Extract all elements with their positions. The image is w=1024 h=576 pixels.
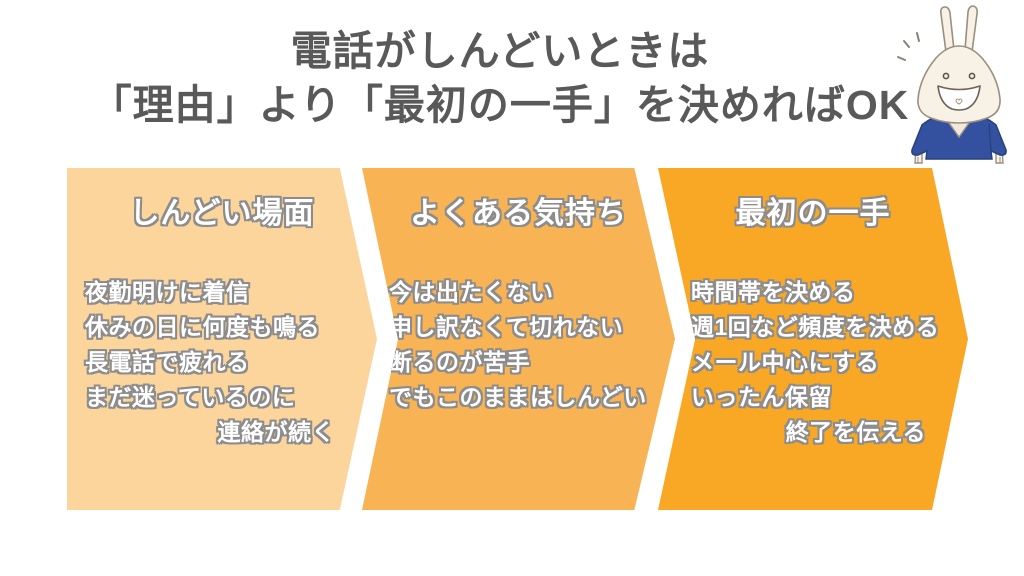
panel-header: 最初の一手 — [735, 197, 891, 230]
rabbit-mouth-mark — [955, 98, 963, 105]
rabbit-mascot-icon — [897, 5, 1007, 164]
list-item: 長電話で疲れる — [85, 349, 250, 375]
list-item: いったん保留 — [691, 384, 832, 410]
rabbit-eye-left — [942, 72, 950, 80]
page-title: 電話がしんどいときは 「理由」より「最初の一手」を決めればOK — [0, 24, 1000, 132]
step-panel-feelings: よくある気持ち 今は出たくない 申し訳なくて切れない 断るのが苦手 でもこのまま… — [362, 168, 675, 510]
sparkle-icon — [897, 32, 920, 61]
title-line-1: 電話がしんどいときは — [290, 28, 710, 74]
list-item: 時間帯を決める — [691, 279, 856, 305]
list-item: 今は出たくない — [389, 279, 554, 305]
rabbit-mouth — [937, 85, 981, 111]
rabbit-eye-right — [968, 72, 976, 80]
list-item: まだ迷っているのに — [85, 384, 296, 410]
panel-body: 今は出たくない 申し訳なくて切れない 断るのが苦手 でもこのままはしんどい — [362, 275, 675, 415]
list-item: 休みの日に何度も鳴る — [85, 314, 320, 340]
list-item: 終了を伝える — [785, 419, 926, 445]
panel-header: しんどい場面 — [129, 197, 315, 230]
list-item: 断るのが苦手 — [389, 349, 530, 375]
list-item: メール中心にする — [691, 349, 880, 375]
panel-body: 時間帯を決める 週1回など頻度を決める メール中心にする いったん保留 終了を伝… — [658, 275, 968, 450]
rabbit-ear-right — [964, 5, 978, 54]
title-line-2: 「理由」より「最初の一手」を決めればOK — [90, 82, 910, 128]
panel-body: 夜勤明けに着信 休みの日に何度も鳴る 長電話で疲れる まだ迷っているのに 連絡が… — [67, 275, 377, 450]
list-item: でもこのままはしんどい — [389, 384, 647, 410]
list-item: 夜勤明けに着信 — [85, 279, 250, 305]
panel-header: よくある気持ち — [410, 197, 627, 230]
list-item: 申し訳なくて切れない — [389, 314, 624, 340]
rabbit-ear-left — [940, 6, 955, 53]
rabbit-head — [917, 45, 1001, 124]
step-panel-first-moves: 最初の一手 時間帯を決める 週1回など頻度を決める メール中心にする いったん保… — [658, 168, 968, 510]
list-item: 連絡が続く — [217, 419, 335, 445]
list-item: 週1回など頻度を決める — [691, 314, 940, 340]
step-panel-situations: しんどい場面 夜勤明けに着信 休みの日に何度も鳴る 長電話で疲れる まだ迷ってい… — [67, 168, 377, 510]
